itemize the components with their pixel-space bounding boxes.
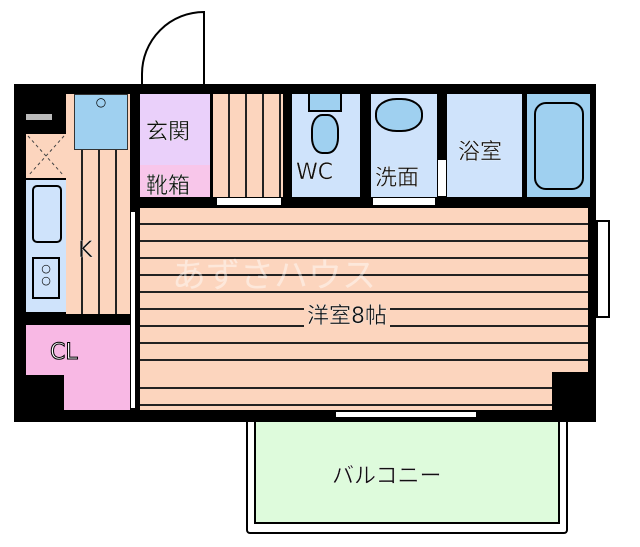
bathroom-label: 浴室 [458,140,503,165]
watermark: あずさハウス [172,256,376,296]
refrigerator-space [26,134,66,178]
bathtub-icon [534,102,584,190]
toilet-icon [308,94,342,112]
washroom [371,94,437,197]
closet-notch [26,375,64,410]
shoe-box [140,165,210,197]
vent-bar [26,114,52,120]
hallway [213,94,283,197]
shoe-box-label: 靴箱 [146,174,191,199]
bathroom [447,94,522,197]
western-room-label: 洋室8帖 [304,298,390,330]
entrance [140,94,210,165]
kitchen-label: K [78,238,93,263]
western-room-lower [140,372,552,410]
balcony-label: バルコニー [332,464,442,489]
kitchen-counter: ○○ [26,180,66,312]
bathtub [527,94,590,197]
wc [292,94,360,197]
hallway-door [217,198,281,205]
balcony [246,422,568,534]
stove-icon: ○○ [32,257,60,299]
sink-icon [32,185,62,243]
balcony-floor [254,422,560,524]
balcony-sliding-door [336,412,476,417]
western-room [140,208,588,372]
wash-basin-icon [375,98,423,132]
closet-label: CL [50,340,79,366]
toilet-bowl-icon [311,114,339,154]
room-divider-door [131,212,135,408]
washroom-door [373,198,435,205]
bathroom-door [438,160,446,196]
washing-machine-space: ○ [74,94,128,150]
washroom-label: 洗面 [375,166,420,191]
entrance-label: 玄関 [146,120,191,145]
window-right [596,220,610,318]
wc-label: WC [296,160,334,185]
entrance-door-icon [141,10,205,84]
